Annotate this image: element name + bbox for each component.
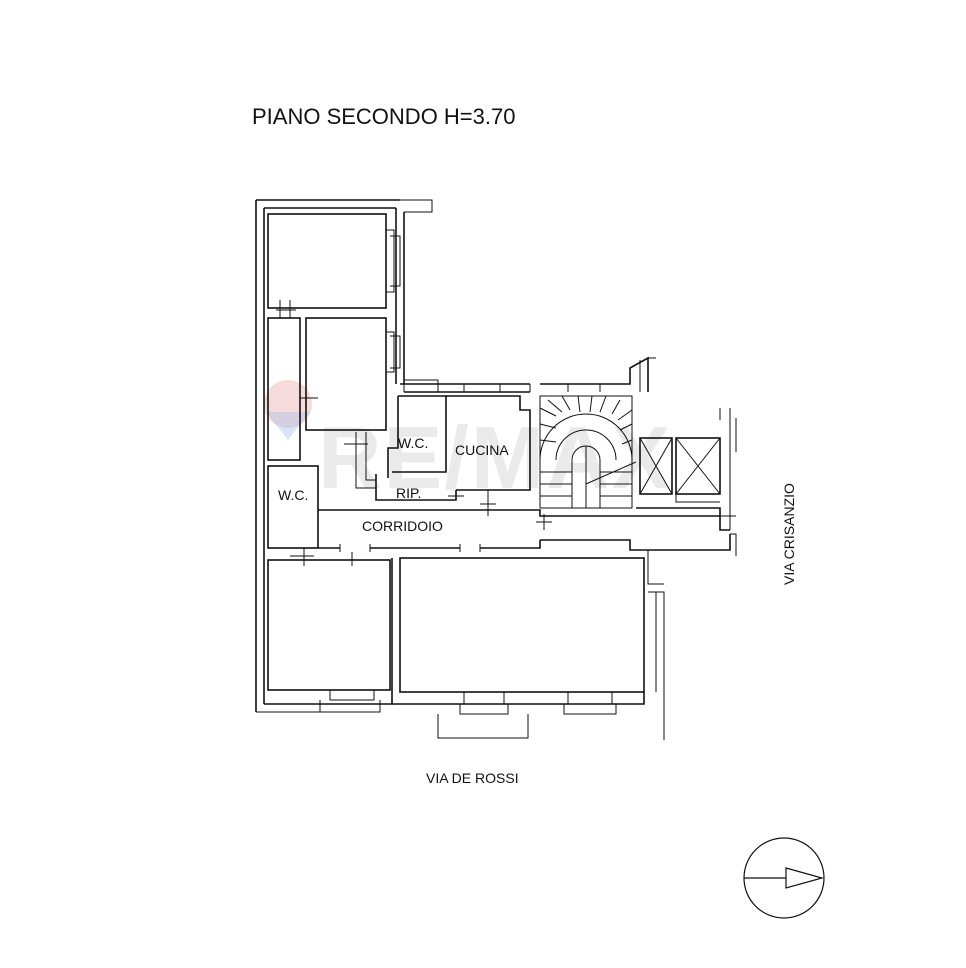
elevator-shafts xyxy=(639,437,721,503)
room-label-cucina: CUCINA xyxy=(455,442,509,458)
street-label-bottom: VIA DE ROSSI xyxy=(426,770,519,786)
walls xyxy=(255,199,737,740)
room-label-rip: RIP. xyxy=(396,485,421,501)
spiral-staircase xyxy=(539,395,637,509)
balloon-logo-icon xyxy=(264,380,312,440)
room-label-corridoio: CORRIDOIO xyxy=(362,518,443,534)
plan-title: PIANO SECONDO H=3.70 xyxy=(252,104,515,129)
north-arrow-icon xyxy=(743,837,825,919)
room-label-wc-upper: W.C. xyxy=(398,435,428,451)
room-label-wc-left: W.C. xyxy=(278,487,308,503)
street-label-right: VIA CRISANZIO xyxy=(781,483,797,585)
